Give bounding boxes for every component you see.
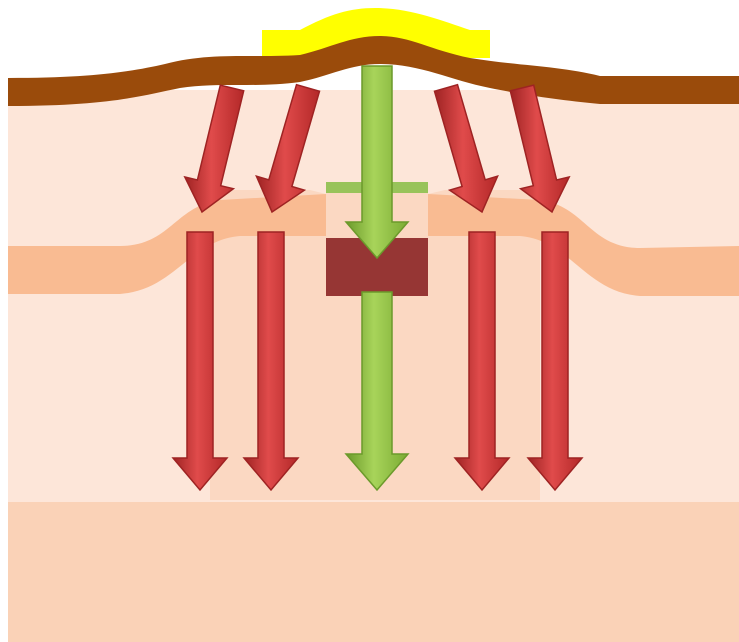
lower-tissue-region xyxy=(8,502,739,642)
